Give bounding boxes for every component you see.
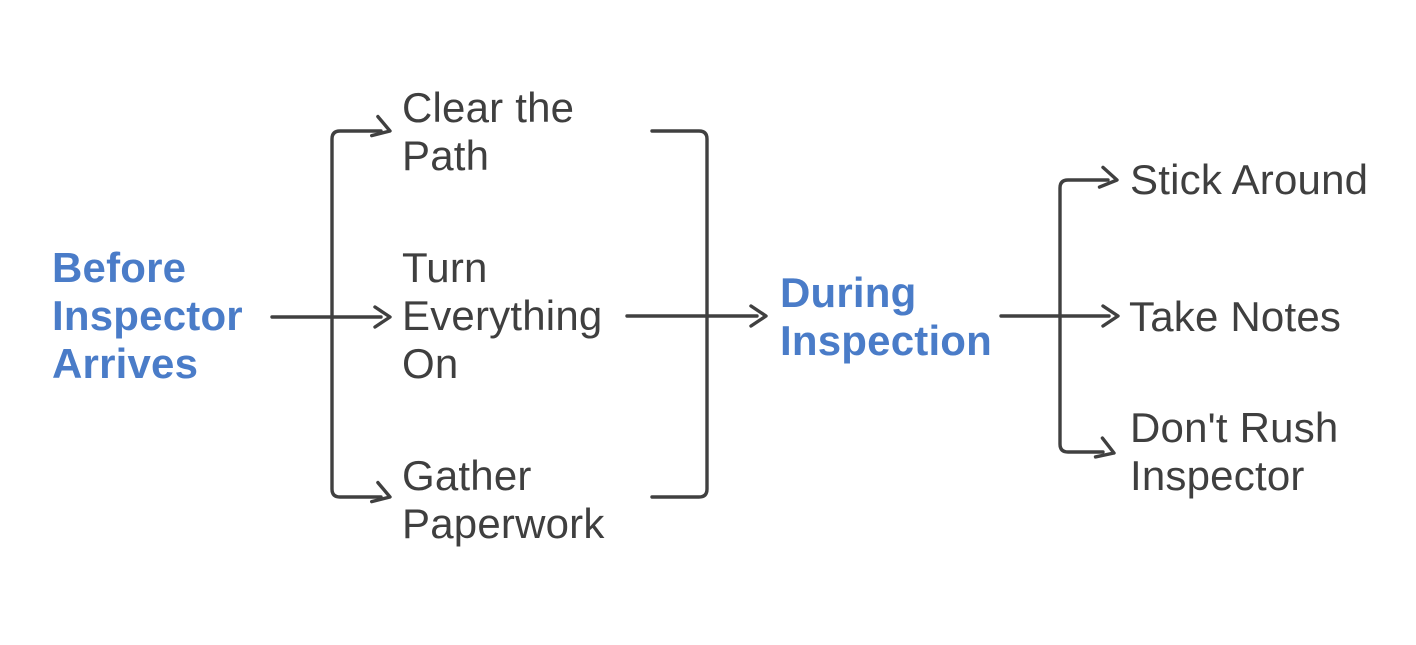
stage-before-inspector-arrives: Before Inspector Arrives (52, 244, 243, 387)
arrowhead-gather-paperwork (370, 480, 392, 504)
item-stick-around: Stick Around (1130, 156, 1369, 203)
arrowhead-clear-path (370, 114, 392, 138)
merge-bracket-during (625, 129, 768, 499)
arrowhead-during (749, 304, 768, 328)
item-turn-everything-on: Turn Everything On (402, 244, 603, 387)
item-dont-rush-inspector: Don't Rush Inspector (1130, 404, 1339, 499)
item-gather-paperwork: Gather Paperwork (402, 452, 605, 547)
item-clear-the-path: Clear the Path (402, 84, 575, 179)
fork-bracket-during (1058, 165, 1119, 459)
fork-bracket-before (330, 114, 392, 504)
stage-during-inspection: During Inspection (780, 269, 993, 364)
arrowhead-stick-around (1097, 165, 1119, 189)
arrowhead-dont-rush (1093, 436, 1116, 459)
arrowhead-take-notes (1101, 304, 1120, 328)
item-take-notes: Take Notes (1129, 293, 1342, 340)
arrow-before-to-items (270, 305, 392, 329)
arrow-during-to-items (999, 304, 1120, 328)
